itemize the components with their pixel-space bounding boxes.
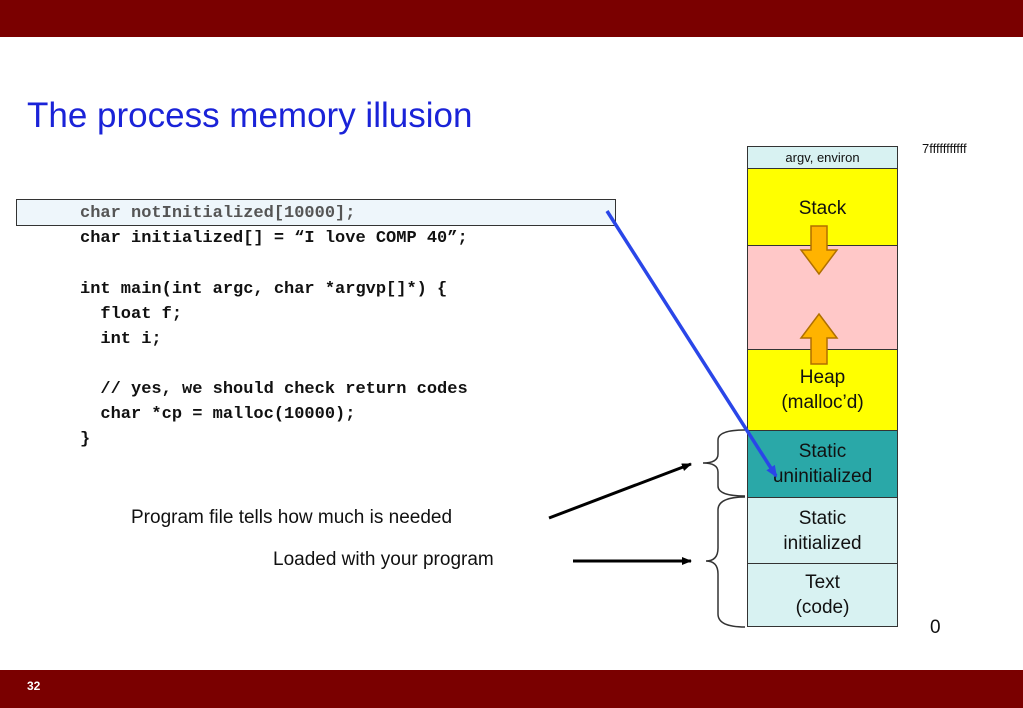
annotation-program-file: Program file tells how much is needed [131,507,453,528]
segment-stack-label: Stack [798,198,847,219]
segment-text-label-2: (code) [795,597,850,618]
slide-title: The process memory illusion [27,96,473,135]
segment-argv-environ: argv, environ [747,146,898,169]
top-address-label: 7fffffffffff [922,141,967,156]
segment-static-uninit-label-2: uninitialized [772,466,873,487]
segment-argv-label: argv, environ [785,149,860,165]
code-line-close-brace: } [80,430,91,449]
segment-heap-label-1: Heap [799,367,846,388]
brace-uninitialized-icon [702,429,746,497]
stack-growth-down-arrow-icon [799,225,839,276]
segment-static-initialized: Static initialized [747,497,898,564]
brace-loaded-icon [705,496,746,628]
code-line-int: int i; [80,330,162,349]
page-number: 32 [27,679,41,693]
code-line-initialized: char initialized[] = “I love COMP 40”; [80,229,468,248]
annotation-loaded: Loaded with your program [273,549,494,570]
segment-static-uninitialized: Static uninitialized [747,430,898,498]
heap-growth-up-arrow-icon [799,312,839,365]
code-line-comment: // yes, we should check return codes [80,380,468,399]
segment-text: Text (code) [747,563,898,627]
top-banner [0,0,1023,37]
code-line-float: float f; [80,305,183,324]
program-file-arrow-icon [548,462,692,520]
segment-static-uninit-label-1: Static [798,441,847,462]
code-line-main: int main(int argc, char *argvp[]*) { [80,280,448,299]
segment-static-init-label-2: initialized [783,532,862,554]
segment-static-init-label-1: Static [798,507,847,529]
code-line-notinitialized: char notInitialized[10000]; [80,204,356,223]
segment-text-label-1: Text [805,572,840,593]
notinitialized-pointer-arrow-icon [605,210,778,478]
segment-heap-label-2: (malloc’d) [781,392,864,413]
bottom-banner: 32 [0,670,1023,708]
code-line-malloc: char *cp = malloc(10000); [80,405,356,424]
bottom-address-label: 0 [930,617,941,638]
highlighted-code-line-box [16,199,616,226]
